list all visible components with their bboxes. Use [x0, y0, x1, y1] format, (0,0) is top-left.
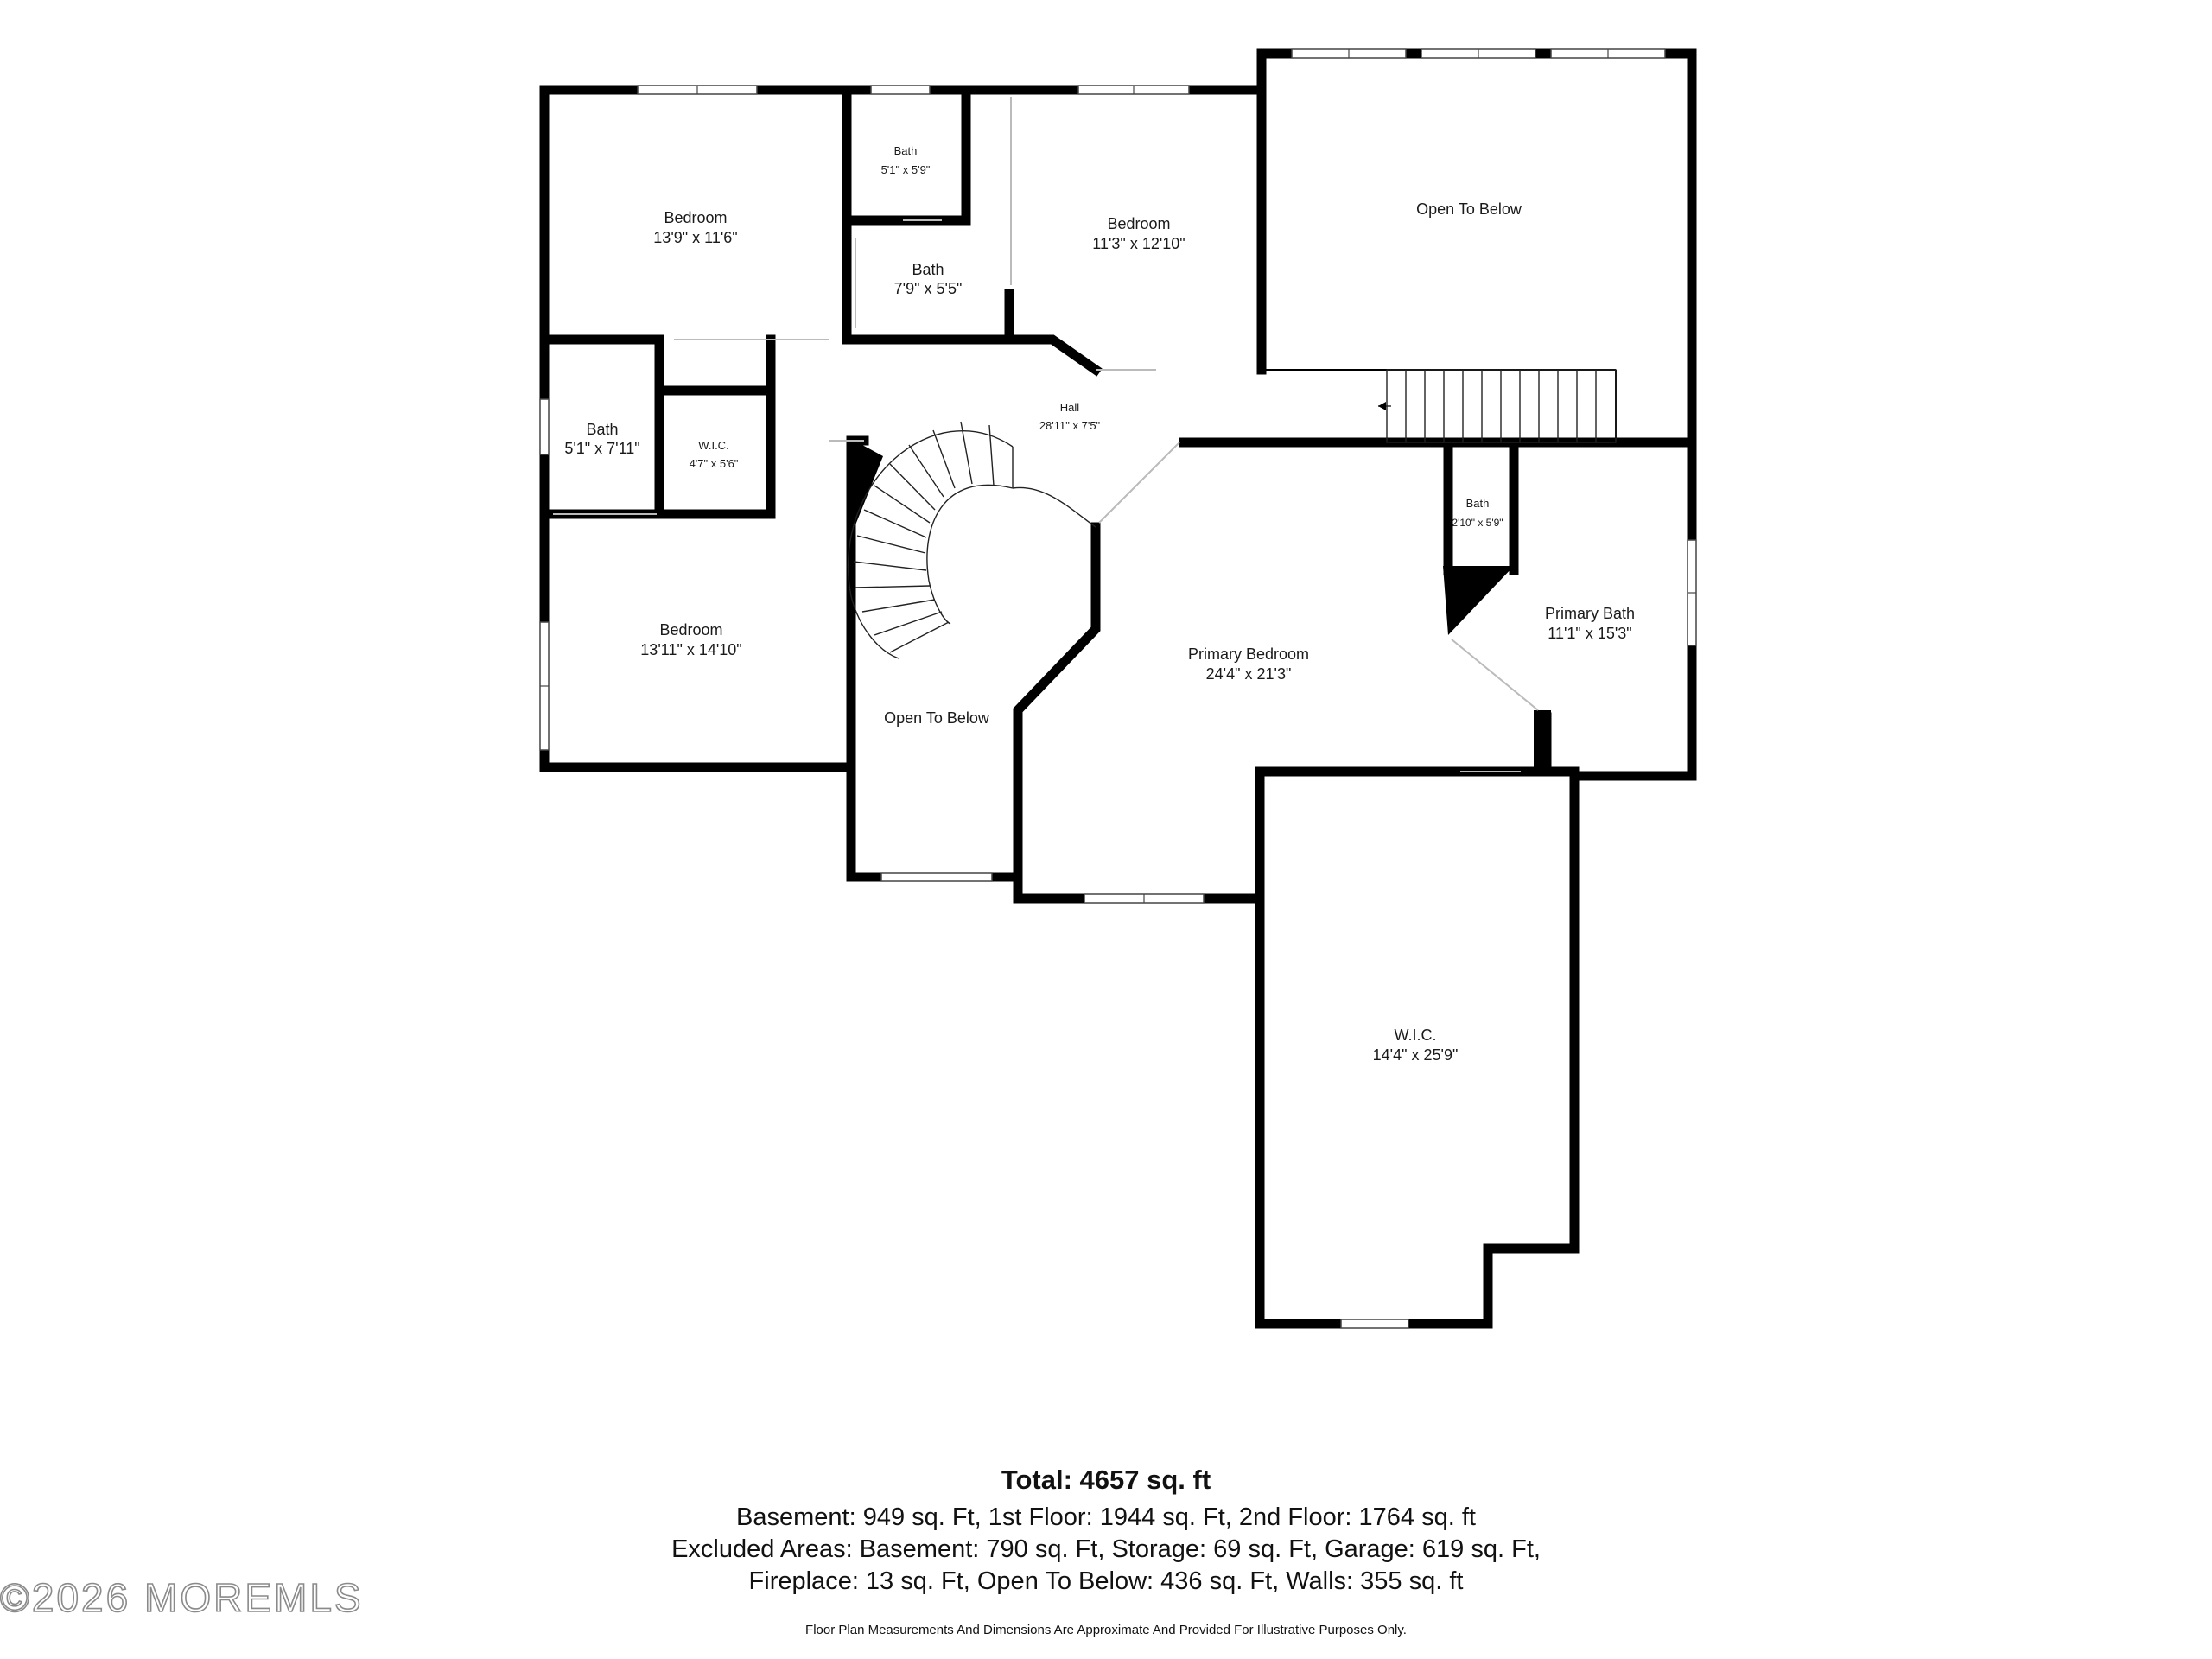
- svg-text:13'11" x 14'10": 13'11" x 14'10": [640, 641, 741, 658]
- straight-stairs: [1378, 369, 1617, 443]
- disclaimer: Floor Plan Measurements And Dimensions A…: [805, 1623, 1407, 1637]
- room-label-bedroom-nw: Bedroom 13'9" x 11'6": [653, 209, 737, 246]
- svg-text:Bath: Bath: [912, 261, 944, 278]
- room-label-primary-bedroom: Primary Bedroom 24'4" x 21'3": [1188, 645, 1309, 683]
- svg-text:Open To Below: Open To Below: [884, 709, 990, 727]
- room-label-open-center: Open To Below: [884, 709, 990, 727]
- room-label-wic-large: W.I.C. 14'4" x 25'9": [1373, 1027, 1459, 1064]
- svg-text:24'4" x 21'3": 24'4" x 21'3": [1206, 665, 1292, 683]
- door-openings: [553, 97, 1539, 772]
- svg-text:Bedroom: Bedroom: [1107, 215, 1170, 232]
- watermark: ©2026 MOREMLS: [0, 1574, 364, 1621]
- svg-text:Primary Bedroom: Primary Bedroom: [1188, 645, 1309, 663]
- svg-text:Bedroom: Bedroom: [659, 621, 722, 639]
- curved-stair: [847, 421, 1096, 659]
- svg-text:5'1" x 5'9": 5'1" x 5'9": [881, 163, 931, 176]
- svg-text:13'9" x 11'6": 13'9" x 11'6": [653, 229, 737, 246]
- svg-text:28'11" x 7'5": 28'11" x 7'5": [1039, 419, 1101, 432]
- svg-text:Bath: Bath: [586, 421, 618, 438]
- room-label-bedroom-ne: Bedroom 11'3" x 12'10": [1092, 215, 1185, 252]
- room-label-bath-top: Bath 5'1" x 5'9": [881, 144, 931, 176]
- svg-text:Bath: Bath: [1466, 497, 1490, 510]
- room-label-bedroom-sw: Bedroom 13'11" x 14'10": [640, 621, 741, 658]
- svg-text:7'9" x 5'5": 7'9" x 5'5": [894, 280, 963, 297]
- room-label-wic-small: W.I.C. 4'7" x 5'6": [690, 439, 739, 470]
- room-label-bath-mid: Bath 7'9" x 5'5": [894, 261, 963, 297]
- svg-text:Bath: Bath: [894, 144, 918, 157]
- room-label-hall: Hall 28'11" x 7'5": [1039, 401, 1101, 432]
- room-label-bath-west: Bath 5'1" x 7'11": [564, 421, 639, 457]
- svg-text:Open To Below: Open To Below: [1416, 200, 1522, 218]
- total-area: Total: 4657 sq. ft: [1001, 1465, 1211, 1495]
- svg-text:2'10" x 5'9": 2'10" x 5'9": [1452, 517, 1503, 529]
- svg-text:14'4" x 25'9": 14'4" x 25'9": [1373, 1046, 1459, 1064]
- wall-block-primary: [1534, 710, 1551, 772]
- room-label-open-ne: Open To Below: [1416, 200, 1522, 218]
- svg-text:Primary Bath: Primary Bath: [1545, 605, 1635, 622]
- excluded-areas-1: Excluded Areas: Basement: 790 sq. Ft, St…: [671, 1535, 1541, 1563]
- svg-text:11'1" x 15'3": 11'1" x 15'3": [1548, 625, 1631, 642]
- floor-areas: Basement: 949 sq. Ft, 1st Floor: 1944 sq…: [736, 1503, 1476, 1531]
- wall-block-bath: [1443, 566, 1514, 635]
- svg-text:W.I.C.: W.I.C.: [698, 439, 728, 452]
- svg-text:5'1" x 7'11": 5'1" x 7'11": [564, 440, 639, 457]
- room-label-primary-bath: Primary Bath 11'1" x 15'3": [1545, 605, 1635, 642]
- room-label-bath-small: Bath 2'10" x 5'9": [1452, 497, 1503, 529]
- excluded-areas-2: Fireplace: 13 sq. Ft, Open To Below: 436…: [748, 1567, 1464, 1595]
- svg-text:4'7" x 5'6": 4'7" x 5'6": [690, 457, 739, 470]
- svg-text:W.I.C.: W.I.C.: [1395, 1027, 1437, 1044]
- svg-text:Hall: Hall: [1060, 401, 1080, 414]
- windows: [539, 48, 1697, 1329]
- svg-text:11'3" x 12'10": 11'3" x 12'10": [1092, 235, 1185, 252]
- wall-block-stair: [851, 439, 883, 536]
- svg-text:Bedroom: Bedroom: [664, 209, 727, 226]
